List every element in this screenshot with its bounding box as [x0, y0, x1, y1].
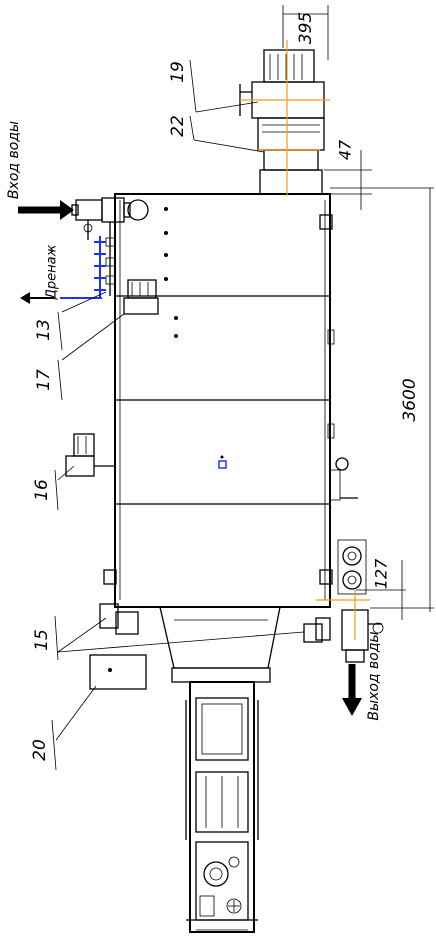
pump-17 — [123, 279, 159, 315]
water-outlet-assembly — [315, 539, 384, 663]
body-markers — [164, 207, 227, 469]
unit-15 — [99, 603, 323, 643]
drain-manifold — [20, 236, 106, 304]
water-outlet-arrow — [342, 664, 362, 716]
box-20 — [89, 654, 147, 690]
center-marker — [218, 460, 227, 469]
item-15-label: 15 — [32, 629, 52, 651]
right-side-fittings — [103, 214, 358, 585]
dim-395-label: 395 — [296, 12, 316, 44]
dim-3600-label: 3600 — [400, 378, 420, 421]
leader-lines — [51, 59, 305, 771]
dim-127-label: 127 — [372, 558, 391, 589]
item-13-label: 13 — [34, 319, 54, 341]
dimension-lines — [282, 5, 434, 620]
item-22-label: 22 — [168, 115, 188, 137]
labels: 395 47 3600 127 Вход воды Дренаж Выход в… — [6, 12, 420, 761]
water-out-label: Выход воды — [366, 631, 382, 720]
top-pump-assembly — [239, 40, 330, 196]
bottom-hopper — [159, 606, 281, 683]
unit-16 — [65, 433, 115, 477]
dim-47-label: 47 — [336, 139, 355, 160]
item-16-label: 16 — [32, 479, 52, 501]
drain-label: Дренаж — [45, 244, 60, 300]
water-inlet-assembly — [71, 197, 149, 296]
water-in-label: Вход воды — [6, 121, 22, 199]
bottom-machinery — [185, 681, 259, 933]
tank-body — [114, 193, 331, 608]
item-19-label: 19 — [168, 61, 188, 83]
item-17-label: 17 — [34, 369, 54, 391]
water-inlet-arrow — [18, 200, 74, 220]
item-20-label: 20 — [30, 739, 50, 761]
